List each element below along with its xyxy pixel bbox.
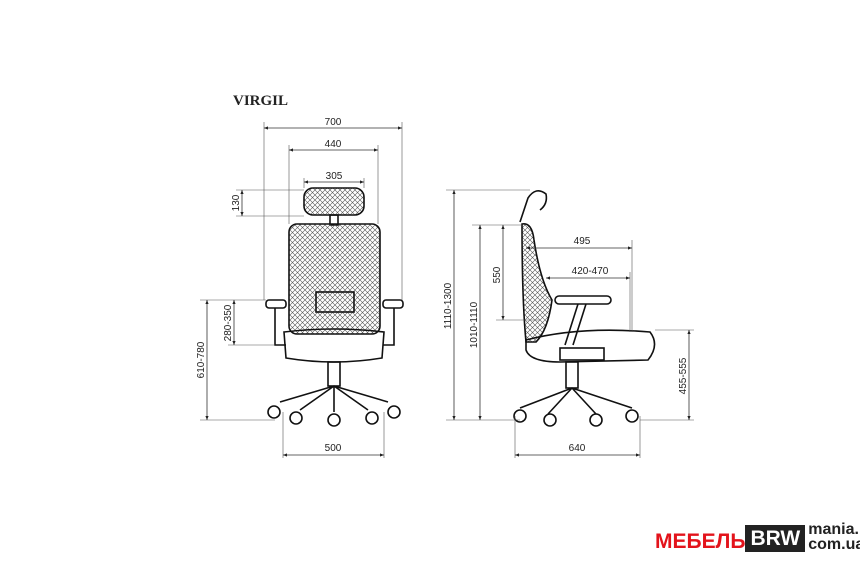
site-logo: МЕБЕЛЬ BRW mania. com.ua [655,521,860,554]
dim-headrest-height: 130 [231,194,242,211]
dim-total-height: 1110-1300 [443,282,454,329]
dim-armrest-height-floor: 610-780 [196,341,207,378]
armrest-side [554,295,612,346]
backrest [288,223,381,335]
backrest-side [521,223,553,343]
dim-seat-height: 455-555 [678,357,689,394]
dim-armrest-above-seat: 280-350 [223,304,234,341]
headrest-side [519,190,548,223]
gas-lift-and-base [267,361,401,427]
seat-mechanism [559,347,605,361]
logo-text-mebel: МЕБЕЛЬ [655,530,746,554]
dim-base-diameter: 500 [325,443,342,454]
front-view: 700 440 305 130 280-350 610-780 500 [196,117,404,458]
dim-overall-width: 700 [325,117,342,128]
headrest [303,187,365,226]
gas-lift-and-base-side [513,361,639,427]
dim-seat-depth-adjust: 420-470 [572,266,609,277]
logo-text-comua: com.ua [808,536,860,554]
side-view: 1110-1300 1010-1110 550 495 420-470 455-… [443,189,694,458]
dim-height-without-headrest: 1010-1110 [469,301,480,348]
lumbar-support [315,291,355,313]
seat-side [525,329,656,363]
dim-base-depth: 640 [569,443,586,454]
logo-text-mania: mania. [808,521,859,538]
dim-backrest-width: 440 [325,139,342,150]
logo-text-domain: mania. com.ua [808,521,860,554]
dim-seat-depth: 495 [574,236,591,247]
dim-backrest-height: 550 [492,266,503,283]
logo-text-brw: BRW [745,525,806,553]
model-title: VIRGIL [233,93,288,109]
dim-headrest-width: 305 [326,171,343,182]
